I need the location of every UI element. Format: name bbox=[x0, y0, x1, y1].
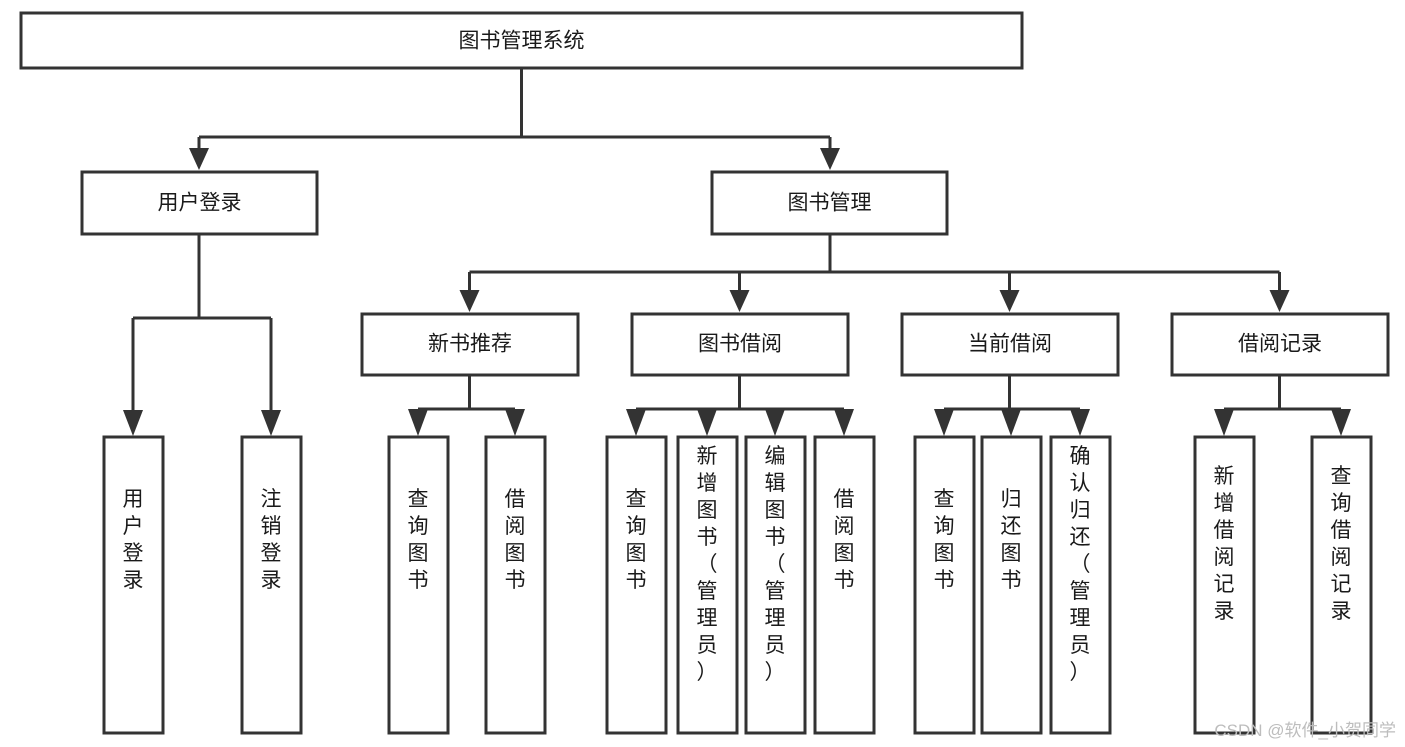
leaf-query-book-2-label: 查询图书 bbox=[626, 488, 647, 592]
arrow-head-borrow-record bbox=[1269, 290, 1290, 312]
leaf-borrow-book-2-label: 借阅图书 bbox=[834, 488, 855, 592]
leaf-edit-book-box[interactable] bbox=[744, 435, 807, 735]
leaf-edit-book-label: 编辑图书（管理员） bbox=[765, 445, 786, 684]
leaf-logout-box[interactable] bbox=[240, 435, 303, 735]
node-borrow-record-label: 借阅记录 bbox=[1238, 333, 1322, 356]
arrow-head-leaf-confirm-return bbox=[1070, 409, 1090, 436]
leaf-borrow-book-1[interactable]: 借阅图书 bbox=[484, 435, 547, 735]
node-book-manage-label: 图书管理 bbox=[788, 192, 872, 215]
node-borrow-record[interactable]: 借阅记录 bbox=[1170, 312, 1390, 377]
leaf-query-book-2-box[interactable] bbox=[605, 435, 668, 735]
leaf-query-book-1-box[interactable] bbox=[387, 435, 450, 735]
leaf-add-record-box[interactable] bbox=[1193, 435, 1256, 735]
leaf-borrow-book-1-box[interactable] bbox=[484, 435, 547, 735]
node-user-login-box[interactable] bbox=[80, 170, 319, 236]
node-current-borrow-label: 当前借阅 bbox=[968, 333, 1052, 356]
arrow-head-leaf-user-login bbox=[123, 410, 143, 436]
node-root-box[interactable] bbox=[19, 11, 1024, 70]
leaf-confirm-return[interactable]: 确认归还（管理员） bbox=[1049, 435, 1112, 735]
leaf-query-book-1-label: 查询图书 bbox=[408, 488, 429, 592]
arrow-head-new-book-recommend bbox=[459, 290, 480, 312]
leaf-add-record[interactable]: 新增借阅记录 bbox=[1193, 435, 1256, 735]
node-root-label: 图书管理系统 bbox=[459, 30, 585, 53]
node-book-borrow[interactable]: 图书借阅 bbox=[630, 312, 850, 377]
leaf-return-book[interactable]: 归还图书 bbox=[980, 435, 1043, 735]
leaf-query-book-2[interactable]: 查询图书 bbox=[605, 435, 668, 735]
leaf-query-book-1[interactable]: 查询图书 bbox=[387, 435, 450, 735]
leaf-logout[interactable]: 注销登录 bbox=[240, 435, 303, 735]
leaf-confirm-return-box[interactable] bbox=[1049, 435, 1112, 735]
leaf-query-book-3-box[interactable] bbox=[913, 435, 976, 735]
node-book-manage-box[interactable] bbox=[710, 170, 949, 236]
leaf-query-record[interactable]: 查询借阅记录 bbox=[1310, 435, 1373, 735]
node-user-login[interactable]: 用户登录 bbox=[80, 170, 319, 236]
leaf-query-book-3[interactable]: 查询图书 bbox=[913, 435, 976, 735]
arrow-head-leaf-query-book-1 bbox=[408, 409, 428, 436]
arrow-head-leaf-add-book bbox=[697, 409, 717, 436]
arrow-head-leaf-borrow-book-2 bbox=[834, 409, 854, 436]
arrow-head-leaf-logout bbox=[261, 410, 281, 436]
node-borrow-record-box[interactable] bbox=[1170, 312, 1390, 377]
node-book-manage[interactable]: 图书管理 bbox=[710, 170, 949, 236]
node-new-book-recommend[interactable]: 新书推荐 bbox=[360, 312, 580, 377]
arrow-head-leaf-borrow-book-1 bbox=[505, 409, 525, 436]
arrow-head-leaf-return-book bbox=[1001, 409, 1021, 436]
node-current-borrow-box[interactable] bbox=[900, 312, 1120, 377]
arrow-head-leaf-query-book-3 bbox=[934, 409, 954, 436]
arrow-head-leaf-edit-book bbox=[765, 409, 785, 436]
leaf-add-record-label: 新增借阅记录 bbox=[1214, 465, 1235, 623]
arrow-head-book-manage bbox=[820, 148, 840, 170]
leaf-borrow-book-2-box[interactable] bbox=[813, 435, 876, 735]
leaf-return-book-box[interactable] bbox=[980, 435, 1043, 735]
leaf-user-login-box[interactable] bbox=[102, 435, 165, 735]
node-book-borrow-label: 图书借阅 bbox=[698, 333, 782, 356]
connector-layer bbox=[123, 68, 1351, 436]
arrow-head-book-borrow bbox=[729, 290, 750, 312]
leaf-edit-book[interactable]: 编辑图书（管理员） bbox=[744, 435, 807, 735]
leaf-borrow-book-1-label: 借阅图书 bbox=[505, 488, 526, 592]
arrow-head-current-borrow bbox=[999, 290, 1020, 312]
leaf-borrow-book-2[interactable]: 借阅图书 bbox=[813, 435, 876, 735]
arrow-head-leaf-query-book-2 bbox=[626, 409, 646, 436]
node-book-borrow-box[interactable] bbox=[630, 312, 850, 377]
arrow-head-leaf-add-record bbox=[1214, 409, 1234, 436]
node-new-book-recommend-label: 新书推荐 bbox=[428, 333, 512, 356]
leaf-query-record-label: 查询借阅记录 bbox=[1331, 465, 1352, 623]
leaf-query-book-3-label: 查询图书 bbox=[934, 488, 955, 592]
leaf-add-book-box[interactable] bbox=[676, 435, 739, 735]
node-user-login-label: 用户登录 bbox=[158, 192, 242, 215]
arrow-head-leaf-query-record bbox=[1331, 409, 1351, 436]
leaf-confirm-return-label: 确认归还（管理员） bbox=[1070, 445, 1091, 684]
leaf-return-book-label: 归还图书 bbox=[1001, 488, 1022, 592]
leaf-user-login-label: 用户登录 bbox=[123, 488, 144, 592]
leaf-query-record-box[interactable] bbox=[1310, 435, 1373, 735]
leaf-logout-label: 注销登录 bbox=[261, 488, 282, 592]
node-root[interactable]: 图书管理系统 bbox=[19, 11, 1024, 70]
leaf-add-book-label: 新增图书（管理员） bbox=[697, 445, 718, 684]
arrow-head-user-login bbox=[189, 148, 209, 170]
node-current-borrow[interactable]: 当前借阅 bbox=[900, 312, 1120, 377]
leaf-add-book[interactable]: 新增图书（管理员） bbox=[676, 435, 739, 735]
node-new-book-recommend-box[interactable] bbox=[360, 312, 580, 377]
watermark-label: CSDN @软件_小贺同学 bbox=[1214, 721, 1396, 740]
leaf-user-login[interactable]: 用户登录 bbox=[102, 435, 165, 735]
